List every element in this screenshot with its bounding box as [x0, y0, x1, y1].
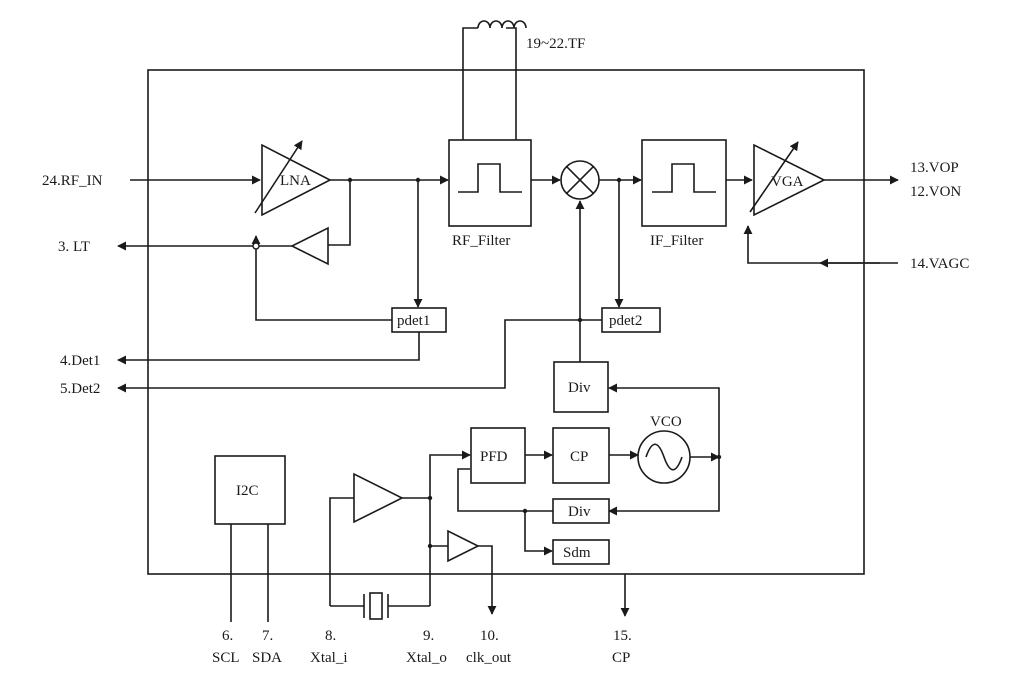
- pdet1-label: pdet1: [397, 313, 430, 329]
- clk-out-buffer: [447, 529, 480, 563]
- cp-block: [552, 427, 610, 484]
- pin-scl-num: 6.: [222, 628, 233, 644]
- if-filter-passband-icon: [652, 163, 716, 193]
- lna-amplifier: LNA: [254, 140, 332, 217]
- chip-boundary: [147, 69, 865, 575]
- if-filter-block: [641, 139, 727, 227]
- rf-filter-block: [448, 139, 532, 227]
- det1-out-wire: [117, 332, 420, 365]
- pin-det1-label: 4.Det1: [60, 353, 100, 369]
- pdet2-label: pdet2: [609, 313, 642, 329]
- rf-filter-passband-icon: [458, 163, 522, 193]
- pin-sda-num: 7.: [262, 628, 273, 644]
- pin-lt-label: 3. LT: [58, 239, 90, 255]
- div-to-pfd-wire: [457, 468, 553, 512]
- xtal-to-pfd-wire: [429, 450, 471, 606]
- lna-label: LNA: [280, 173, 311, 189]
- div-top-block: [553, 361, 609, 413]
- vco-to-div-top-wire: [608, 383, 720, 457]
- vga-gain-arrow: [749, 141, 799, 213]
- pin-sda-label: SDA: [252, 650, 282, 666]
- pin-vop-label: 13.VOP: [910, 160, 959, 176]
- pin-clk-out-label: clk_out: [466, 650, 512, 666]
- vga-label: VGA: [771, 174, 804, 190]
- sdm-block: [552, 539, 610, 565]
- pin-cp-num: 15.: [613, 628, 632, 644]
- vco-icon: [637, 430, 691, 484]
- vco-to-div-bottom-wire: [608, 457, 720, 516]
- pin-xtal-o-label: Xtal_o: [406, 650, 447, 666]
- vagc-in-wire: [743, 225, 898, 264]
- pin-xtal-o-num: 9.: [423, 628, 434, 644]
- vco-label: VCO: [650, 414, 682, 430]
- sdm-label: Sdm: [563, 545, 591, 561]
- lna-gain-arrow: [254, 140, 303, 214]
- xtal-i-wire: [329, 497, 354, 606]
- pin-scl-label: SCL: [212, 650, 240, 666]
- pin-clk-out-num: 10.: [480, 628, 499, 644]
- pin-cp-label: CP: [612, 650, 630, 666]
- pin-xtal-i-num: 8.: [325, 628, 336, 644]
- pfd-label: PFD: [480, 449, 508, 465]
- xtal-amplifier: [353, 472, 404, 524]
- cp-label: CP: [570, 449, 588, 465]
- pin-von-label: 12.VON: [910, 184, 961, 200]
- div-bottom-label: Div: [568, 504, 591, 520]
- rf-filter-label: RF_Filter: [452, 233, 510, 249]
- pin-rf-in-label: 24.RF_IN: [42, 173, 103, 189]
- pin-vagc-label: 14.VAGC: [910, 256, 969, 272]
- div-to-sdm-wire: [524, 511, 553, 556]
- pfd-block: [470, 427, 526, 484]
- pdet1-agc-wire: [251, 235, 392, 321]
- det2-out-wire: [117, 319, 602, 393]
- if-filter-label: IF_Filter: [650, 233, 703, 249]
- crystal-icon: [330, 592, 430, 620]
- clk-out-wire: [478, 545, 497, 615]
- pin-det2-label: 5.Det2: [60, 381, 100, 397]
- i2c-label: I2C: [236, 483, 259, 499]
- pin-tf-label: 19~22.TF: [526, 36, 585, 52]
- mixer-icon: [560, 160, 600, 200]
- lt-buffer: [290, 226, 329, 266]
- div-top-label: Div: [568, 380, 591, 396]
- vga-amplifier: VGA: [749, 141, 826, 217]
- i2c-block: [214, 455, 286, 525]
- pin-xtal-i-label: Xtal_i: [310, 650, 348, 666]
- tf-inductor: [462, 20, 527, 140]
- div-bottom-block: [552, 498, 610, 524]
